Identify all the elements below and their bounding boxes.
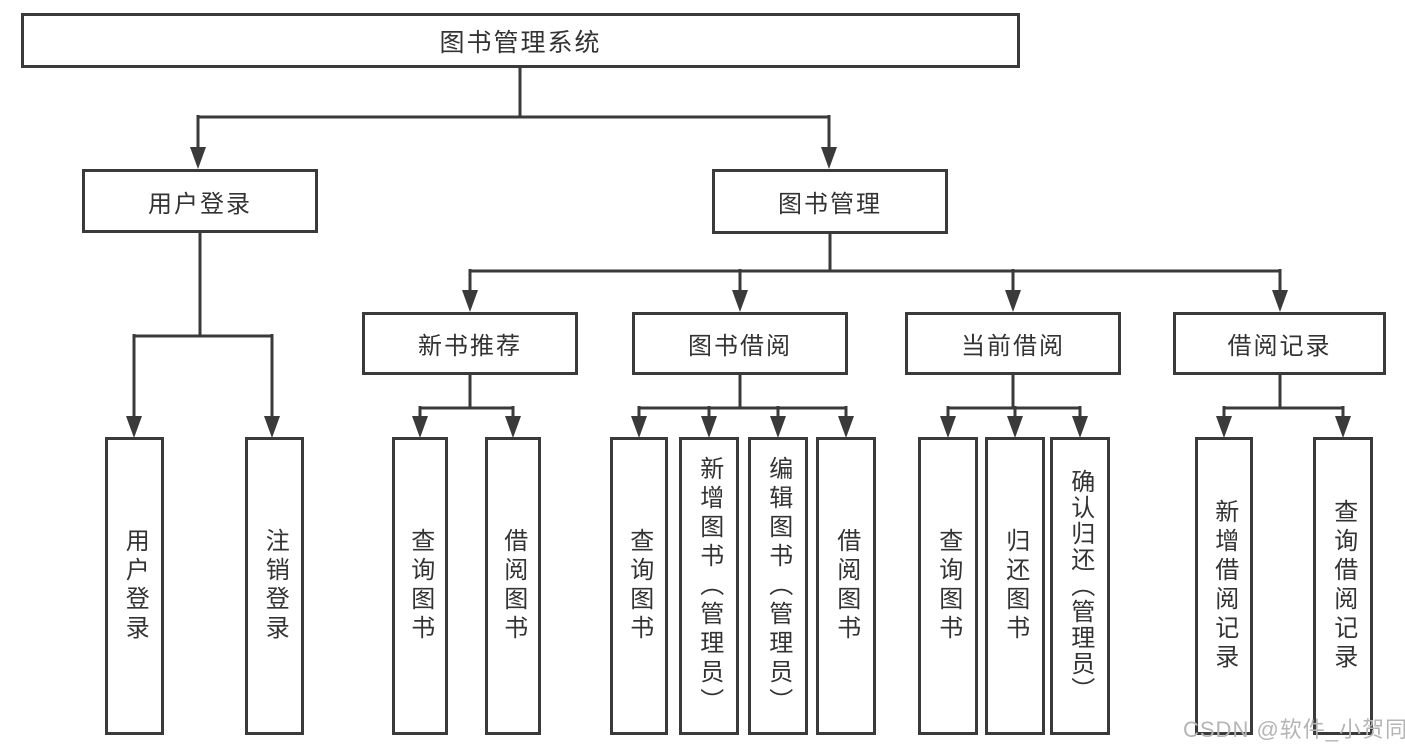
leaf-user-login: 用户登录: [105, 437, 164, 735]
leaf-label: 归还图书: [1001, 528, 1029, 644]
leaf-label: 查询图书: [934, 528, 962, 644]
leaf-add-book-admin: 新增图书（管理员）: [679, 437, 739, 735]
leaf-label: 新增图书（管理员）: [695, 455, 723, 717]
leaf-return-books: 归还图书: [985, 437, 1045, 735]
leaf-label: 查询图书: [625, 528, 653, 644]
leaf-query-books-borrowing: 查询图书: [610, 437, 668, 735]
leaf-edit-book-admin: 编辑图书（管理员）: [748, 437, 808, 735]
node-label: 图书借阅: [688, 333, 792, 360]
leaf-label: 查询图书: [406, 528, 434, 644]
node-book-borrowing: 图书借阅: [632, 312, 848, 375]
leaf-borrow-books-recommend: 借阅图书: [485, 437, 541, 735]
leaf-borrow-books: 借阅图书: [816, 437, 876, 735]
arrowheads: [126, 147, 1351, 438]
leaf-label: 注销登录: [261, 528, 289, 644]
node-book-management: 图书管理: [712, 169, 948, 234]
leaf-query-borrow-record: 查询借阅记录: [1313, 437, 1373, 735]
csdn-watermark: CSDN @软件_小贺同学: [1183, 717, 1405, 742]
node-library-management-system: 图书管理系统: [21, 13, 1020, 68]
leaf-label: 查询借阅记录: [1329, 499, 1357, 673]
node-label: 借阅记录: [1227, 333, 1332, 360]
leaf-label: 借阅图书: [499, 528, 527, 644]
node-new-book-recommendation: 新书推荐: [362, 312, 578, 375]
node-current-borrowing: 当前借阅: [905, 312, 1121, 375]
node-borrowing-records: 借阅记录: [1173, 312, 1386, 375]
node-label: 用户登录: [148, 190, 252, 218]
node-label: 图书管理系统: [439, 28, 602, 57]
leaf-label: 借阅图书: [832, 528, 860, 644]
leaf-confirm-return-admin: 确认归还（管理员）: [1050, 437, 1110, 735]
node-label: 新书推荐: [418, 333, 522, 360]
node-label: 当前借阅: [961, 333, 1065, 360]
leaf-label: 新增借阅记录: [1210, 499, 1238, 673]
node-user-login: 用户登录: [82, 169, 318, 233]
leaf-query-books-current: 查询图书: [918, 437, 978, 735]
leaf-label: 用户登录: [121, 528, 149, 644]
node-label: 图书管理: [778, 191, 882, 218]
leaf-label: 编辑图书（管理员）: [764, 455, 792, 717]
leaf-label: 确认归还（管理员）: [1066, 469, 1094, 703]
leaf-add-borrow-record: 新增借阅记录: [1195, 437, 1253, 735]
leaf-logout: 注销登录: [245, 437, 304, 735]
leaf-query-books-recommend: 查询图书: [392, 437, 448, 735]
